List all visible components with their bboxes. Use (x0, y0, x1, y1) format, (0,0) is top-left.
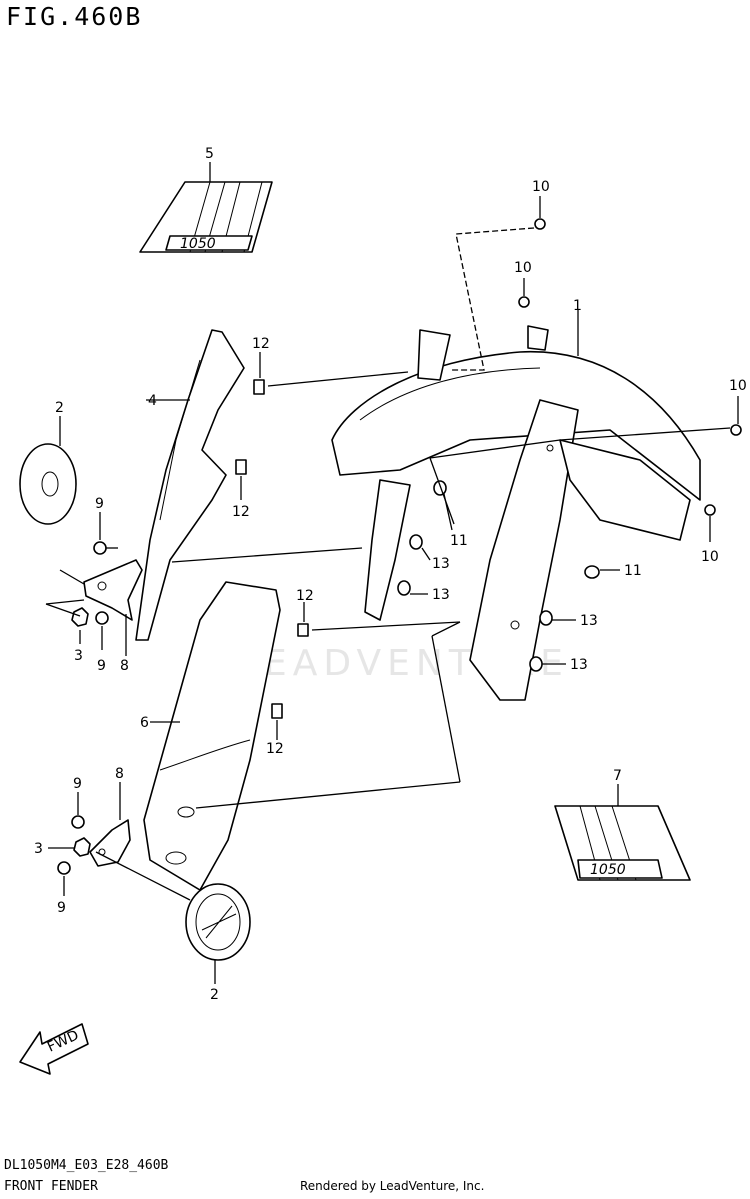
screw-10-a[interactable] (534, 218, 546, 230)
front-fender[interactable] (331, 325, 701, 701)
callout-4: 4 (148, 393, 157, 409)
bolt-11-b[interactable] (584, 565, 600, 579)
screw-10-d[interactable] (704, 504, 716, 516)
figure-name: FRONT FENDER (4, 1179, 98, 1194)
callout-9-a: 9 (95, 496, 104, 512)
grommet-13-b[interactable] (397, 580, 411, 596)
clip-12-a[interactable] (253, 379, 265, 395)
callout-12-c: 12 (296, 588, 314, 604)
reflector-lower[interactable] (185, 883, 251, 961)
decal-upper[interactable]: 1050 (139, 181, 273, 253)
screw-10-c[interactable] (730, 424, 742, 436)
bolt-11-a[interactable] (433, 480, 447, 496)
fender-cover-lower[interactable] (143, 581, 281, 891)
grommet-13-d[interactable] (529, 656, 543, 672)
callout-10-a: 10 (532, 179, 550, 195)
model-code: DL1050M4_E03_E28_460B (4, 1158, 169, 1173)
callout-8-upper: 8 (120, 658, 129, 674)
nut-upper[interactable] (71, 607, 89, 627)
callout-9-c: 9 (73, 776, 82, 792)
assembly-guide-lines (45, 227, 731, 901)
callout-2-upper: 2 (55, 400, 64, 416)
callout-10-c: 10 (729, 378, 747, 394)
clip-12-c[interactable] (297, 623, 309, 637)
bolt-9-a[interactable] (93, 541, 118, 555)
callout-3-upper: 3 (74, 648, 83, 664)
screw-10-b[interactable] (518, 296, 530, 308)
fender-cover-upper[interactable] (135, 329, 245, 641)
callout-2-lower: 2 (210, 987, 219, 1003)
callout-10-b: 10 (514, 260, 532, 276)
bolt-9-d[interactable] (57, 861, 71, 875)
callout-13-d: 13 (570, 657, 588, 673)
clip-12-b[interactable] (235, 459, 247, 475)
callout-6: 6 (140, 715, 149, 731)
decal-lower-badge: 1050 (590, 862, 626, 878)
callout-13-b: 13 (432, 587, 450, 603)
callout-12-a: 12 (252, 336, 270, 352)
nut-lower[interactable] (73, 837, 91, 857)
fwd-arrow: FWD (19, 1023, 89, 1075)
callout-9-b: 9 (97, 658, 106, 674)
callout-10-d: 10 (701, 549, 719, 565)
render-credit: Rendered by LeadVenture, Inc. (300, 1179, 485, 1193)
callout-13-a: 13 (432, 556, 450, 572)
callout-11-b: 11 (624, 563, 642, 579)
grommet-13-a[interactable] (409, 534, 423, 550)
reflector-upper[interactable] (19, 443, 77, 525)
callout-8-lower: 8 (115, 766, 124, 782)
callout-5: 5 (205, 146, 214, 162)
callout-13-c: 13 (580, 613, 598, 629)
decal-upper-badge: 1050 (180, 236, 216, 252)
grommet-13-c[interactable] (539, 610, 553, 626)
bolt-9-c[interactable] (71, 815, 85, 829)
callout-9-d: 9 (57, 900, 66, 916)
clip-12-d[interactable] (271, 703, 283, 719)
decal-lower[interactable]: 1050 (554, 805, 691, 881)
callout-3-lower: 3 (34, 841, 43, 857)
callout-7: 7 (613, 768, 622, 784)
callout-1: 1 (573, 298, 582, 314)
callout-11-a: 11 (450, 533, 468, 549)
bracket-upper[interactable] (83, 559, 143, 621)
callout-12-b: 12 (232, 504, 250, 520)
figure-title: FIG.460B (6, 2, 143, 31)
bolt-9-b[interactable] (95, 611, 109, 625)
callout-12-d: 12 (266, 741, 284, 757)
